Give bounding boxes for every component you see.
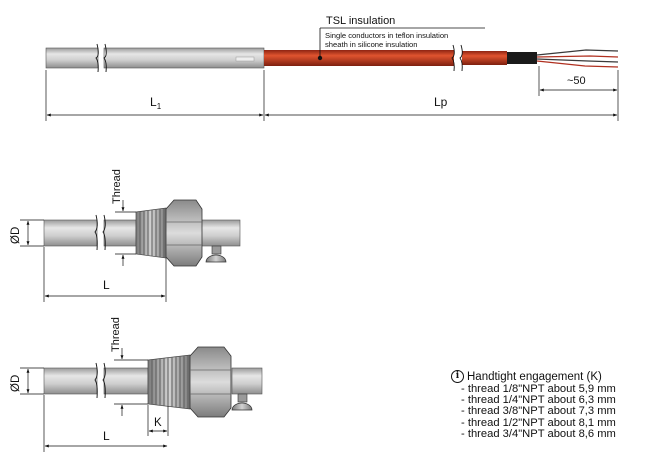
info-heading-row: i Handtight engagement (K) [448,369,648,384]
diameter-label: ØD [10,375,22,392]
length-label: L [103,429,110,443]
engagement-list: - thread 1/8"NPT about 5,9 mm - thread 1… [448,383,648,440]
tsl-cable [462,51,507,65]
tsl-description-2: sheath in silicone insulation [325,40,417,49]
heater-rod [231,367,263,395]
dim-lp-label: Lp [434,95,448,109]
thread-ridges [139,209,165,257]
hex-nut [165,199,203,267]
tsl-description-1: Single conductors in teflon insulation [325,31,448,40]
tsl-cable [264,50,454,66]
break-mark [94,362,106,399]
dim-l1-label: L1 [150,95,162,111]
thread-label: Thread [111,169,123,204]
thread-ridges [151,355,189,409]
length-label: L [103,278,110,292]
heater-rod [103,367,149,395]
break-mark [94,214,106,251]
k-label: K [154,417,162,429]
break-mark [451,44,463,72]
thread-label: Thread [110,317,122,352]
set-screw-head [205,254,227,263]
list-item: - thread 3/4"NPT about 8,6 mm [461,427,616,440]
heater-rod [43,367,98,395]
set-screw [211,245,222,255]
diameter-label: ØD [10,227,22,244]
top-heater-view: TSL insulation Single conductors in tefl… [45,15,619,121]
dim-approx-label: ~50 [567,75,586,87]
handtight-engagement-box: i Handtight engagement (K) - thread 1/8"… [448,369,648,440]
info-icon: i [451,370,464,383]
heater-rod [103,219,137,247]
list-item: - thread 3/8"NPT about 7,3 mm [461,405,616,418]
cable-end-sleeve [507,52,537,64]
lead-exit-marking [235,56,255,62]
heater-rod [45,47,99,69]
conductor-wires [536,49,619,68]
info-heading: Handtight engagement (K) [467,370,602,383]
fitting-view-2: ØD Thread K L [10,317,263,452]
heater-rod [199,219,241,247]
break-mark [95,43,107,73]
hex-nut [189,346,232,418]
list-item: - thread 1/4"NPT about 6,3 mm [461,394,616,407]
list-item: - thread 1/2"NPT about 8,1 mm [461,416,616,429]
fitting-view-1: ØD Thread L [10,169,241,302]
tsl-title: TSL insulation [326,15,395,27]
list-item: - thread 1/8"NPT about 5,9 mm [461,383,616,395]
set-screw [237,393,248,403]
set-screw-head [231,402,253,411]
heater-rod [43,219,98,247]
